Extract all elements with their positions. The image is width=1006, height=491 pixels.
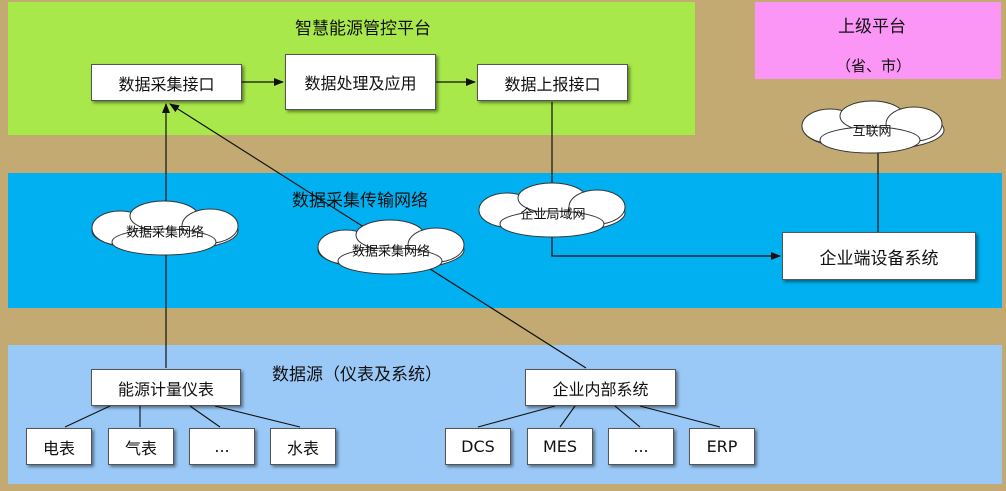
systems-tree [477, 405, 721, 428]
cloud-collect-left-label: 数据采集网络 [125, 225, 205, 241]
line-report-to-device [551, 102, 781, 260]
energy-meters-box: 能源计量仪表 [91, 369, 241, 406]
report-interface-box: 数据上报接口 [477, 64, 628, 101]
leaf-meters-ellipsis: ... [189, 428, 255, 465]
meters-tree [64, 405, 301, 428]
upper-platform-band [755, 2, 1001, 79]
source-title: 数据源（仪表及系统） [272, 365, 442, 385]
leaf-systems-ellipsis: ... [608, 428, 674, 465]
network-title: 数据采集传输网络 [292, 191, 428, 211]
collect-interface-box: 数据采集接口 [91, 64, 242, 101]
cloud-collect-left [91, 200, 239, 256]
cloud-collect-mid-label: 数据采集网络 [351, 244, 431, 260]
upper-platform-subtitle: （省、市） [836, 57, 912, 75]
leaf-electric-meter: 电表 [26, 428, 92, 465]
leaf-gas-meter: 气表 [108, 428, 174, 465]
leaf-dcs: DCS [445, 428, 511, 465]
cloud-internet-label: 互联网 [852, 124, 892, 140]
upper-platform-title: 上级平台 [838, 17, 906, 37]
device-system-box: 企业端设备系统 [782, 232, 976, 280]
internal-systems-box: 企业内部系统 [525, 369, 676, 406]
cloud-lan [478, 182, 626, 238]
process-apply-box: 数据处理及应用 [285, 54, 436, 110]
leaf-erp: ERP [689, 428, 755, 465]
cloud-collect-mid [317, 219, 465, 275]
cloud-lan-label: 企业局域网 [520, 207, 586, 223]
leaf-water-meter: 水表 [270, 428, 336, 465]
leaf-mes: MES [527, 428, 593, 465]
platform-title: 智慧能源管控平台 [295, 19, 431, 39]
cloud-internet [801, 100, 945, 154]
